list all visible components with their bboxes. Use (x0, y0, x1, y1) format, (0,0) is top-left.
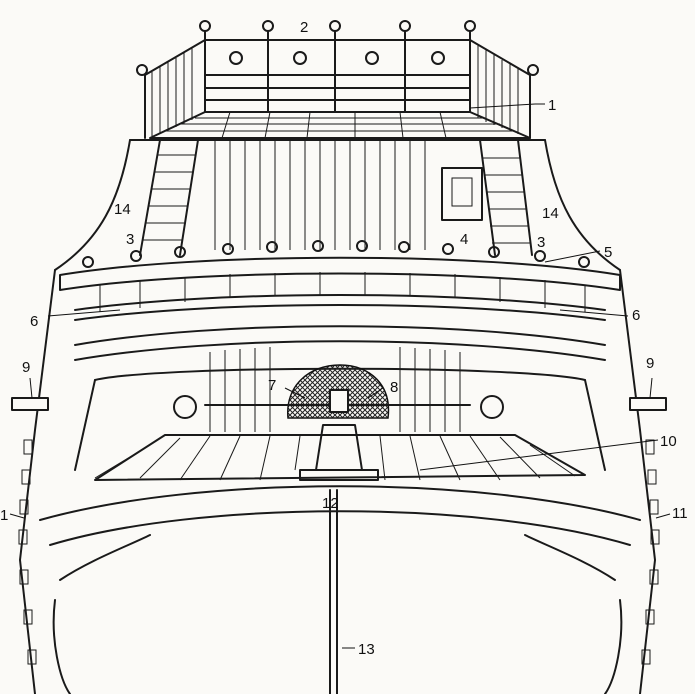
main-deck (39, 347, 641, 546)
label-8: 8 (390, 379, 398, 396)
cleat-right (629, 397, 667, 411)
leader-lines (9, 103, 671, 649)
label-5: 5 (604, 244, 612, 261)
ladder-left (139, 139, 199, 256)
label-10: 10 (660, 433, 677, 450)
poop-deck-railing (136, 20, 539, 139)
label-9-right: 9 (646, 355, 654, 372)
label-6-left: 6 (30, 313, 38, 330)
label-6-right: 6 (632, 307, 640, 324)
label-1-left: 1 (0, 507, 8, 524)
label-7: 7 (268, 377, 276, 394)
hull (11, 269, 667, 694)
label-3-left: 3 (126, 231, 134, 248)
cabin-door (441, 167, 483, 221)
cabin-bulkhead (54, 139, 621, 271)
ladder-right (479, 139, 533, 256)
label-2: 2 (300, 19, 308, 36)
cleat-left (11, 397, 49, 411)
capstan (299, 389, 379, 481)
label-3-right: 3 (537, 234, 545, 251)
quarterdeck-railing (59, 240, 621, 361)
label-13: 13 (358, 641, 375, 658)
callout-labels: 1 2 14 3 14 4 3 5 6 6 9 9 7 8 10 1 11 12… (0, 19, 688, 658)
label-12: 12 (322, 495, 339, 512)
gunport-right (480, 395, 504, 419)
label-11: 11 (672, 505, 688, 522)
label-9-left: 9 (22, 359, 30, 376)
gunport-left (173, 395, 197, 419)
label-14-left: 14 (114, 201, 131, 218)
label-14-right: 14 (542, 205, 559, 222)
label-1-top: 1 (548, 97, 556, 114)
label-4: 4 (460, 231, 468, 248)
